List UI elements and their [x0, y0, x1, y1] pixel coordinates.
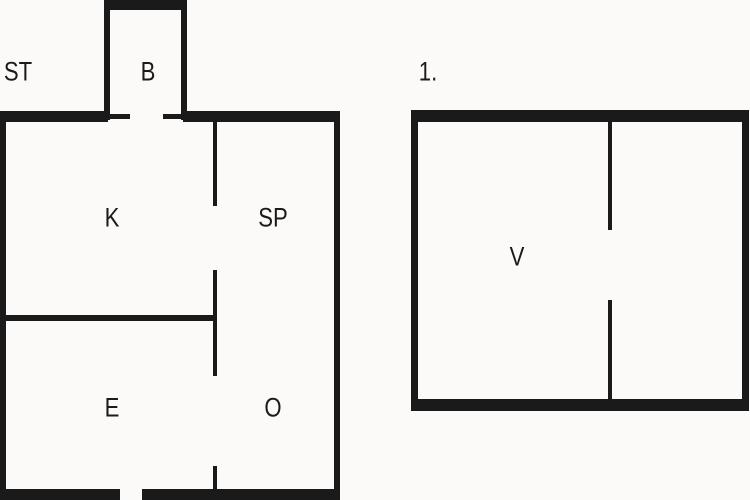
wall [411, 399, 749, 411]
wall [104, 0, 187, 10]
wall [213, 270, 217, 376]
room-label-st: ST [3, 56, 33, 87]
room-label-b: B [140, 56, 156, 87]
wall [6, 315, 215, 321]
wall [181, 0, 187, 120]
room-label-k: K [104, 202, 120, 233]
wall [334, 111, 340, 500]
wall [411, 110, 749, 122]
wall [104, 0, 110, 120]
wall [0, 111, 108, 122]
wall [742, 110, 749, 411]
floor-label: 1. [418, 56, 438, 87]
ground-floor-walls [0, 0, 340, 500]
room-label-v: V [509, 241, 525, 272]
wall [183, 111, 340, 122]
room-label-sp: SP [258, 202, 288, 233]
wall [213, 122, 217, 206]
first-floor-walls [411, 110, 749, 411]
room-label-e: E [104, 392, 120, 423]
wall [163, 114, 183, 119]
wall [108, 114, 130, 119]
wall [608, 122, 612, 230]
room-label-o: O [264, 392, 282, 423]
wall [0, 111, 6, 500]
wall [411, 110, 418, 411]
wall [142, 489, 340, 500]
wall [608, 300, 612, 400]
wall [213, 466, 217, 490]
wall [0, 489, 120, 500]
